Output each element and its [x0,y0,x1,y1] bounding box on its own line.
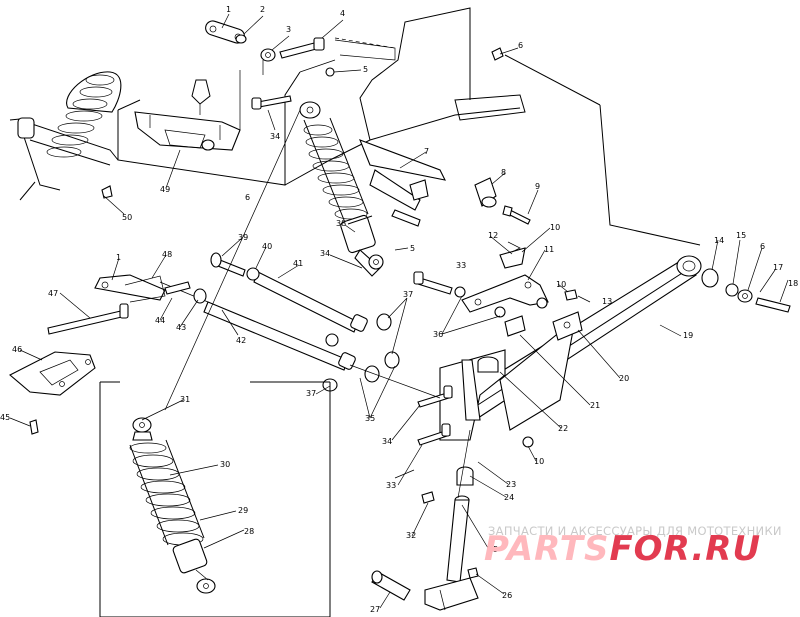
skid-plate [9,351,96,435]
callout-8: 8 [501,168,506,177]
callout-15: 15 [736,231,746,240]
callout-4: 4 [340,9,345,18]
callout-45: 45 [0,413,10,422]
callout-29: 29 [238,506,248,515]
leader-lines [9,13,789,609]
callout-7: 7 [424,147,429,156]
watermark-brand-logo: PARTSFOR.RU [484,532,761,566]
callout-6: 6 [760,242,765,251]
callout-40: 40 [262,242,272,251]
watermark-tagline: ЗАПЧАСТИ И АКСЕССУАРЫ ДЛЯ МОТОТЕХНИКИ [488,524,782,538]
inset-shock-box [99,109,331,617]
callout-19: 19 [683,331,693,340]
spindle-bolts [417,385,534,504]
callout-41: 41 [293,259,303,268]
trailing-arm [439,255,702,441]
callout-32: 32 [406,531,416,540]
pivot-hardware [701,268,791,313]
callout-26: 26 [502,591,512,600]
callout-49: 49 [160,185,170,194]
callout-1: 1 [116,253,121,262]
callout-24: 24 [504,493,514,502]
callout-44: 44 [155,316,165,325]
callout-23: 23 [506,480,516,489]
callout-27: 27 [370,605,380,614]
callout-12: 12 [488,231,498,240]
callout-35: 35 [365,414,375,423]
bushing-bolt-group [409,177,531,225]
callout-34: 34 [382,437,392,446]
callout-3: 3 [286,25,291,34]
left-hardware [47,252,260,335]
spindle-post [371,429,479,611]
callout-20: 20 [619,374,629,383]
callout-50: 50 [122,213,132,222]
callout-43: 43 [176,323,186,332]
watermark-brand-part1: PARTS [484,529,610,569]
callout-9: 9 [535,182,540,191]
callout-48: 48 [162,250,172,259]
callout-42: 42 [236,336,246,345]
callout-37: 37 [403,290,413,299]
callout-47: 47 [48,289,58,298]
left-shock-top [9,71,122,201]
callout-2: 2 [260,5,265,14]
small-bolt-50 [101,185,113,199]
callout-5: 5 [363,65,368,74]
callout-6: 6 [518,41,523,50]
callout-1: 1 [226,5,231,14]
callout-13: 13 [602,297,612,306]
center-shock [299,101,446,277]
callout-46: 46 [12,345,22,354]
callout-33: 33 [386,481,396,490]
callout-25: 25 [488,545,498,554]
mount-bracket [134,79,241,151]
callout-labels: 1 2 3 4 5 6 34 6 7 8 9 10 11 12 10 13 14… [0,5,798,614]
callout-10: 10 [556,280,566,289]
callout-33: 33 [456,261,466,270]
callout-10: 10 [534,457,544,466]
callout-39: 39 [238,233,248,242]
callout-31: 31 [180,395,190,404]
watermark-brand-part2: FOR.RU [609,529,762,569]
callout-21: 21 [590,401,600,410]
callout-34: 34 [270,132,280,141]
hardware-top [205,20,504,110]
callout-38: 38 [336,219,346,228]
link-arm [413,241,578,337]
callout-14: 14 [714,236,724,245]
callout-18: 18 [788,279,798,288]
callout-10: 10 [550,223,560,232]
callout-36: 36 [433,330,443,339]
callout-37: 37 [306,389,316,398]
callout-17: 17 [773,263,783,272]
callout-5: 5 [410,244,415,253]
callout-28: 28 [244,527,254,536]
callout-30: 30 [220,460,230,469]
callout-11: 11 [544,245,554,254]
callout-34: 34 [320,249,330,258]
callout-6: 6 [245,193,250,202]
tie-rods [159,271,441,399]
callout-22: 22 [558,424,568,433]
